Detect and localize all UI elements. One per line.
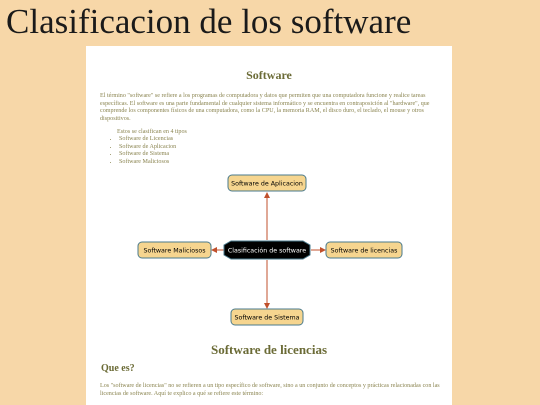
node-bottom-label: Software de Sistema [235, 315, 300, 322]
node-left: Software Maliciosos [137, 241, 212, 259]
list-intro: Estos se clasifican en 4 tipos [117, 129, 187, 135]
types-list: Software de Licencias Software de Aplica… [110, 136, 176, 166]
node-center-label: Clasificación de software [228, 247, 306, 255]
section-heading: Software de licencias [210, 342, 328, 357]
list-item: Software Maliciosos [119, 159, 176, 167]
node-top-label: Software de Aplicacion [231, 181, 303, 188]
classification-diagram: Software de Aplicacion Software Malicios… [137, 174, 403, 326]
list-item: Software de Aplicacion [119, 144, 176, 152]
node-left-label: Software Maliciosos [143, 248, 205, 255]
slide-title: Clasificacion de los software [6, 2, 412, 41]
intro-paragraph: El término "software" se refiere a los p… [100, 93, 430, 122]
node-bottom: Software de Sistema [230, 308, 304, 326]
licencias-paragraph: Los "software de licencias" no se refier… [100, 383, 440, 397]
document-heading: Software [246, 68, 292, 82]
list-item: Software de Sistema [119, 151, 176, 159]
document-panel: Software El término "software" se refier… [86, 46, 452, 405]
list-item: Software de Licencias [119, 136, 176, 144]
node-right: Software de licencias [325, 241, 403, 259]
sub-heading: Que es? [101, 363, 135, 374]
node-center: Clasificación de software [223, 240, 311, 260]
node-top: Software de Aplicacion [227, 174, 307, 192]
node-right-label: Software de licencias [331, 248, 398, 255]
